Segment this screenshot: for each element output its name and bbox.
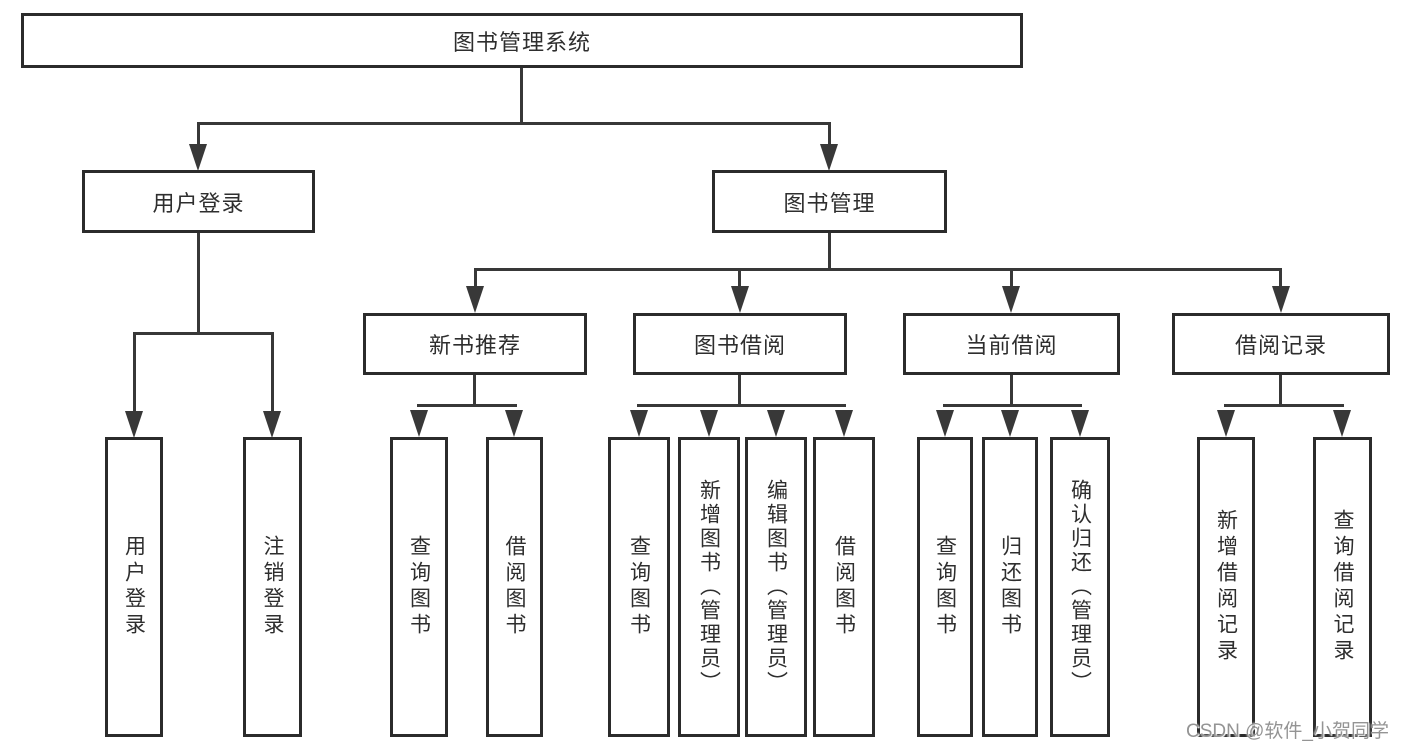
leaf-borrow-books: 借阅图书 <box>813 437 875 737</box>
connector-line <box>1010 375 1013 407</box>
node-user-login: 用户登录 <box>82 170 315 233</box>
connector-line <box>474 268 477 292</box>
connector-line <box>133 332 274 335</box>
leaf-query-books-current: 查询图书 <box>917 437 973 737</box>
node-new-book-recommend-label: 新书推荐 <box>428 333 521 358</box>
leaf-confirm-return-admin: 确认归还（管理员） <box>1050 437 1110 737</box>
arrowhead-down <box>1001 410 1019 437</box>
node-book-borrowing-label: 图书借阅 <box>693 333 786 358</box>
connector-line <box>473 375 476 407</box>
arrowhead-down <box>1333 410 1351 437</box>
leaf-edit-book-admin: 编辑图书（管理员） <box>745 437 807 737</box>
node-new-book-recommend: 新书推荐 <box>363 313 587 375</box>
arrowhead-down <box>936 410 954 437</box>
leaf-query-books-current-label: 查询图书 <box>933 535 957 639</box>
leaf-borrow-books-recommend-label: 借阅图书 <box>503 535 526 639</box>
node-borrowing-records-label: 借阅记录 <box>1234 333 1327 358</box>
leaf-query-books-recommend-label: 查询图书 <box>407 535 431 639</box>
leaf-return-book-label: 归还图书 <box>998 535 1022 639</box>
node-library-system-label: 图书管理系统 <box>452 29 591 55</box>
node-user-login-label: 用户登录 <box>152 190 245 216</box>
arrowhead-down <box>630 410 648 437</box>
arrowhead-down <box>505 410 523 437</box>
connector-line <box>197 122 200 148</box>
node-borrowing-records: 借阅记录 <box>1172 313 1390 375</box>
leaf-query-books-borrowing-label: 查询图书 <box>627 535 651 639</box>
connector-line <box>271 332 274 414</box>
connector-line <box>1224 404 1344 407</box>
arrowhead-down <box>410 410 428 437</box>
connector-line <box>520 68 523 125</box>
node-current-borrowing-label: 当前借阅 <box>965 333 1058 358</box>
leaf-add-borrow-record: 新增借阅记录 <box>1197 437 1255 737</box>
connector-line <box>417 404 517 407</box>
leaf-borrow-books-recommend: 借阅图书 <box>486 437 543 737</box>
leaf-add-borrow-record-label: 新增借阅记录 <box>1214 509 1238 665</box>
connector-line <box>474 268 1282 271</box>
leaf-return-book: 归还图书 <box>982 437 1038 737</box>
leaf-add-book-admin-label: 新增图书（管理员） <box>697 479 721 695</box>
node-library-system: 图书管理系统 <box>21 13 1023 68</box>
connector-line <box>828 122 831 148</box>
arrowhead-down <box>125 411 143 438</box>
node-book-management-label: 图书管理 <box>783 190 876 216</box>
leaf-confirm-return-admin-label: 确认归还（管理员） <box>1068 479 1092 695</box>
arrowhead-down <box>835 410 853 437</box>
arrowhead-down <box>767 410 785 437</box>
connector-line <box>943 404 1082 407</box>
connector-line <box>1279 375 1282 407</box>
leaf-query-books-recommend: 查询图书 <box>390 437 448 737</box>
arrowhead-down <box>700 410 718 437</box>
connector-line <box>1010 268 1013 292</box>
connector-line <box>738 375 741 407</box>
leaf-query-borrow-record: 查询借阅记录 <box>1313 437 1372 737</box>
connector-line <box>828 233 831 271</box>
connector-line <box>197 233 200 335</box>
leaf-edit-book-admin-label: 编辑图书（管理员） <box>764 479 788 695</box>
leaf-logout-label: 注销登录 <box>261 535 284 639</box>
arrowhead-down <box>189 144 207 171</box>
leaf-query-books-borrowing: 查询图书 <box>608 437 670 737</box>
leaf-query-borrow-record-label: 查询借阅记录 <box>1331 509 1354 665</box>
connector-line <box>637 404 846 407</box>
arrowhead-down <box>1071 410 1089 437</box>
node-book-borrowing: 图书借阅 <box>633 313 847 375</box>
arrowhead-down <box>263 411 281 438</box>
arrowhead-down <box>731 286 749 313</box>
arrowhead-down <box>1002 286 1020 313</box>
node-book-management: 图书管理 <box>712 170 947 233</box>
leaf-add-book-admin: 新增图书（管理员） <box>678 437 740 737</box>
arrowhead-down <box>1272 286 1290 313</box>
connector-line <box>197 122 831 125</box>
connector-line <box>738 268 741 292</box>
connector-line <box>1279 268 1282 292</box>
leaf-logout: 注销登录 <box>243 437 302 737</box>
leaf-user-login: 用户登录 <box>105 437 163 737</box>
leaf-borrow-books-label: 借阅图书 <box>832 535 856 639</box>
connector-line <box>133 332 136 414</box>
leaf-user-login-label: 用户登录 <box>122 535 146 639</box>
arrowhead-down <box>820 144 838 171</box>
arrowhead-down <box>1217 410 1235 437</box>
node-current-borrowing: 当前借阅 <box>903 313 1120 375</box>
csdn-watermark: CSDN @软件_小贺同学 <box>1186 721 1389 742</box>
arrowhead-down <box>466 286 484 313</box>
